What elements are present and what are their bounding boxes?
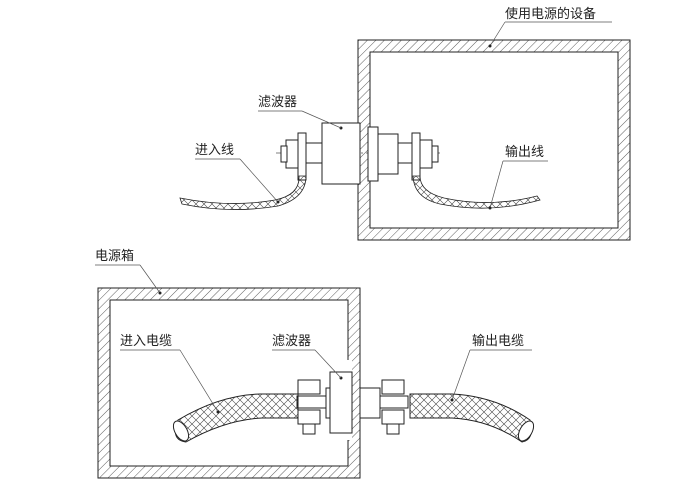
equipment-label-text: 使用电源的设备 <box>505 6 596 22</box>
power-box-label: 电源箱 <box>95 248 162 295</box>
output-cable <box>409 393 535 443</box>
equipment-box <box>357 39 631 241</box>
input-wire-label-text: 进入线 <box>195 143 234 158</box>
input-wire <box>179 175 307 210</box>
output-cable-label-text: 输出电缆 <box>472 333 524 349</box>
input-wire-label: 进入线 <box>195 143 280 204</box>
input-cable-label: 进入电缆 <box>120 333 220 414</box>
bottom-filter <box>296 360 409 440</box>
output-wire-label: 输出线 <box>488 144 548 210</box>
top-filter-label-text: 滤波器 <box>258 95 297 110</box>
output-cable-label: 输出电缆 <box>450 333 532 402</box>
top-filter <box>276 122 440 185</box>
input-cable <box>172 393 299 443</box>
output-wire <box>412 175 541 209</box>
output-wire-label-text: 输出线 <box>505 144 544 160</box>
power-box-label-text: 电源箱 <box>95 248 134 264</box>
bottom-filter-label: 滤波器 <box>272 334 342 379</box>
input-cable-label-text: 进入电缆 <box>120 333 172 349</box>
top-filter-label: 滤波器 <box>258 95 342 129</box>
bottom-filter-label-text: 滤波器 <box>272 334 311 349</box>
power-box <box>97 287 361 479</box>
equipment-label: 使用电源的设备 <box>488 6 612 48</box>
